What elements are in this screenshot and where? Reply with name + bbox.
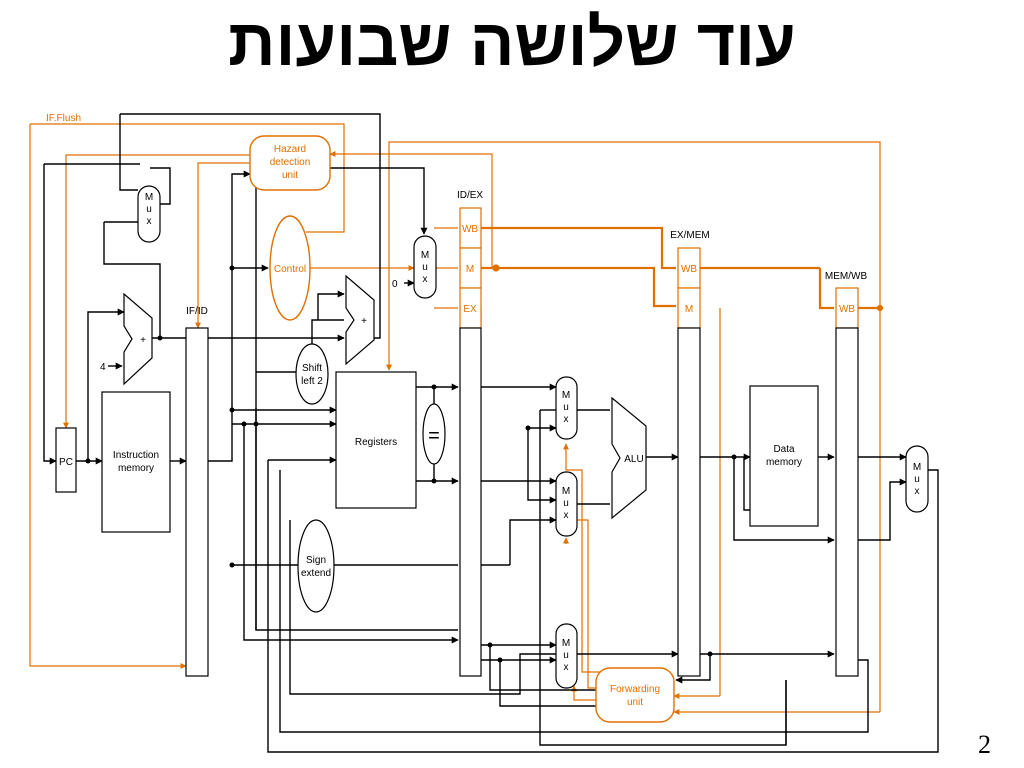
svg-text:memory: memory (766, 457, 802, 468)
if-id-register: IF/ID (185, 306, 209, 677)
ex-mem-m-label: M (685, 304, 693, 315)
svg-text:M: M (562, 638, 570, 649)
svg-text:M: M (145, 192, 153, 203)
datapath-wires (43, 113, 939, 753)
id-ex-ex-label: EX (463, 304, 477, 315)
pc-adder: + 4 (100, 292, 153, 386)
control-buses (481, 226, 880, 310)
svg-text:M: M (421, 250, 429, 261)
svg-text:Sign: Sign (306, 555, 326, 566)
hazard-label-2: detection (270, 157, 311, 168)
svg-text:u: u (146, 204, 152, 215)
slide-title: עוד שלושה שבועות (228, 5, 796, 79)
junction-dots (85, 265, 737, 663)
control-unit: Control (269, 215, 311, 321)
mem-wb-label: MEM/WB (825, 271, 868, 282)
alu-mux-a: M u x (555, 376, 578, 440)
alu-label: ALU (624, 454, 643, 465)
control-label: Control (274, 264, 306, 275)
svg-text:Forwarding: Forwarding (610, 684, 660, 695)
reg-dst-mux: M u x (555, 623, 578, 689)
instruction-memory: Instruction memory (101, 391, 171, 533)
data-memory: Data memory (749, 385, 819, 527)
hazard-label-1: Hazard (274, 144, 306, 155)
ex-mem-label: EX/MEM (670, 230, 709, 241)
svg-text:x: x (564, 662, 569, 673)
svg-text:x: x (915, 486, 920, 497)
hazard-detection-unit: Hazard detection unit (249, 135, 331, 191)
equality-comparator: = (422, 403, 446, 465)
alu-mux-b: M u x (555, 471, 578, 537)
id-ex-register: WB M EX ID/EX (457, 190, 483, 677)
ex-mem-register: WB M EX/MEM (670, 230, 710, 677)
svg-text:Data: Data (773, 444, 795, 455)
svg-text:x: x (564, 414, 569, 425)
svg-text:+: + (140, 335, 146, 346)
svg-text:u: u (563, 650, 569, 661)
mem-wb-register: WB MEM/WB (825, 271, 868, 677)
svg-text:M: M (913, 462, 921, 473)
branch-adder: + (345, 274, 375, 366)
alu: ALU (611, 396, 647, 520)
svg-text:Instruction: Instruction (113, 450, 159, 461)
four-constant: 4 (100, 362, 106, 373)
svg-text:M: M (562, 486, 570, 497)
svg-text:memory: memory (118, 463, 154, 474)
svg-text:extend: extend (301, 568, 331, 579)
ex-mem-wb-label: WB (681, 264, 697, 275)
svg-text:u: u (563, 402, 569, 413)
svg-text:u: u (563, 498, 569, 509)
pc-source-mux: M u x (137, 185, 161, 243)
id-ex-label: ID/EX (457, 190, 483, 201)
svg-text:left 2: left 2 (301, 376, 323, 387)
pc-register: PC (55, 427, 77, 493)
svg-text:=: = (428, 425, 440, 447)
registers-label: Registers (355, 437, 397, 448)
svg-text:u: u (914, 474, 920, 485)
control-mux: M u x 0 (392, 235, 437, 299)
mem-wb-wb-label: WB (839, 304, 855, 315)
shift-left-2: Shift left 2 (295, 343, 329, 405)
page-number: 2 (978, 730, 991, 759)
pc-label: PC (59, 457, 73, 468)
svg-text:unit: unit (627, 697, 643, 708)
sign-extend: Sign extend (297, 519, 335, 613)
if-flush-label: IF.Flush (46, 113, 81, 124)
svg-text:u: u (422, 262, 428, 273)
register-file: Registers (335, 371, 417, 509)
if-id-label: IF/ID (186, 306, 208, 317)
id-ex-wb-label: WB (462, 224, 478, 235)
zero-input-label: 0 (392, 279, 398, 290)
forwarding-unit: Forwarding unit (595, 667, 675, 723)
svg-text:+: + (361, 316, 367, 327)
writeback-mux: M u x (905, 445, 929, 513)
svg-text:M: M (562, 390, 570, 401)
svg-text:x: x (564, 510, 569, 521)
control-wires (29, 123, 884, 715)
svg-text:Shift: Shift (302, 363, 322, 374)
svg-text:x: x (423, 274, 428, 285)
svg-text:x: x (147, 216, 152, 227)
id-ex-m-label: M (466, 264, 474, 275)
hazard-label-3: unit (282, 170, 298, 181)
